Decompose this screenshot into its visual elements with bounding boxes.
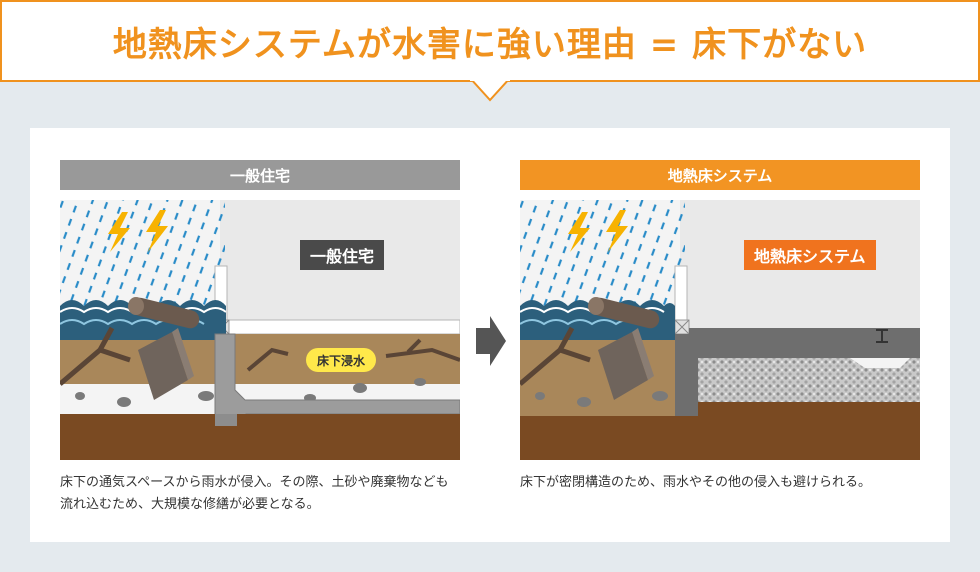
log-icon [588, 297, 660, 329]
flood-badge: 床下浸水 [306, 348, 376, 372]
left-scene-illustration [58, 200, 461, 460]
lightning-icon [568, 210, 628, 252]
right-scene-label: 地熱床システム [744, 240, 876, 270]
right-column-title: 地熱床システム [520, 160, 920, 190]
right-scene-illustration [518, 200, 920, 460]
left-scene-label: 一般住宅 [300, 240, 385, 270]
right-caption: 床下が密閉構造のため、雨水やその他の侵入も避けられる。 [520, 475, 872, 490]
lightning-icon [108, 210, 168, 252]
page-title: 地熱床システムが水害に強い理由 = 床下がない [112, 24, 868, 65]
rock-icon [138, 328, 194, 400]
left-scene: 一般住宅 床下浸水 [58, 200, 461, 460]
left-column-title: 一般住宅 [60, 160, 460, 190]
right-scene: 地熱床システム [518, 200, 920, 460]
comparison-panel: 一般住宅 地熱床システム [30, 128, 950, 542]
arrow-right-icon [476, 316, 506, 366]
left-caption: 床下の通気スペースから雨水が侵入。その際、土砂や廃棄物なども流れ込むため、大規模… [60, 475, 449, 512]
header-pointer [470, 78, 510, 102]
log-icon [128, 297, 200, 329]
rock-icon [598, 328, 654, 400]
header-banner: 地熱床システムが水害に強い理由 = 床下がない [0, 0, 980, 82]
